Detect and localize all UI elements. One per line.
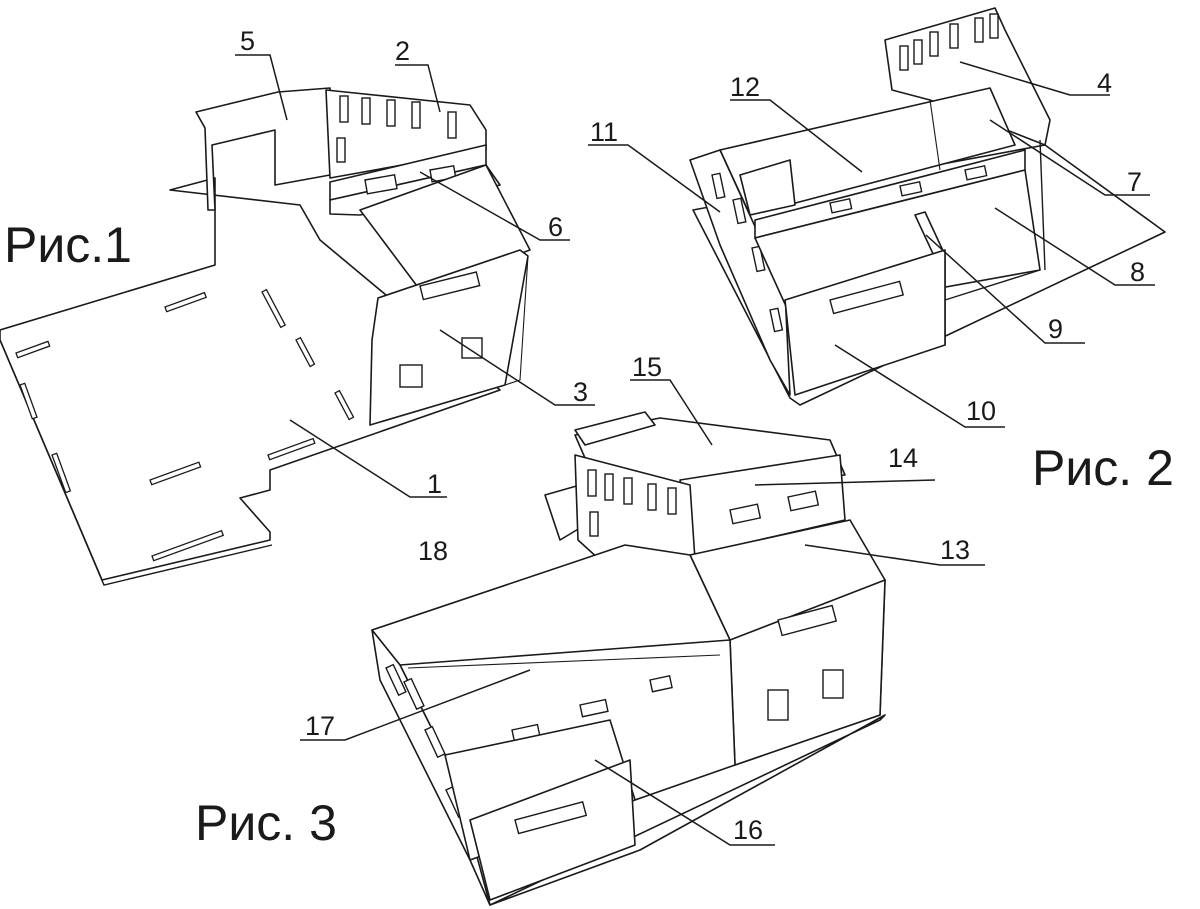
block-17-side-windows <box>385 663 467 819</box>
base-plate-part-1 <box>0 177 501 581</box>
base-plate-fig3 <box>544 484 581 541</box>
wall-part-5 <box>195 87 331 211</box>
callout-7: 7 <box>1127 167 1142 197</box>
callout-1: 1 <box>427 469 442 499</box>
callout-18: 18 <box>418 536 448 566</box>
callout-6: 6 <box>548 212 563 242</box>
figure-2-title: Рис. 2 <box>1032 440 1174 496</box>
callout-4: 4 <box>1097 68 1112 98</box>
wall-4-windows <box>899 13 999 71</box>
callout-15: 15 <box>632 352 662 382</box>
callout-5: 5 <box>240 26 255 56</box>
figure-3-drawing <box>371 411 886 906</box>
wall-2-windows <box>336 95 457 163</box>
figure-2-drawing <box>689 7 1166 406</box>
leader-lines <box>235 54 1155 846</box>
wall-11-windows <box>711 172 784 333</box>
figure-3-title: Рис. 3 <box>195 795 337 851</box>
callout-14: 14 <box>888 443 918 473</box>
wall-part-11 <box>689 149 791 396</box>
figure-1-drawing <box>0 87 531 586</box>
callout-2: 2 <box>395 36 410 66</box>
tower-windows <box>587 469 677 537</box>
callout-17: 17 <box>305 711 335 741</box>
base-plate-edge <box>0 339 273 586</box>
base-slots <box>15 288 355 562</box>
figure-1-title: Рис.1 <box>4 217 132 273</box>
wall-part-4 <box>884 7 1051 146</box>
callout-10: 10 <box>966 396 996 426</box>
figure-titles: Рис.1 Рис. 2 Рис. 3 <box>4 217 1174 851</box>
callout-9: 9 <box>1048 314 1063 344</box>
callout-13: 13 <box>940 535 970 565</box>
callout-8: 8 <box>1130 257 1145 287</box>
wall-part-3 <box>369 249 529 426</box>
callout-12: 12 <box>730 72 760 102</box>
wall-part-10 <box>784 249 946 396</box>
callout-3: 3 <box>573 377 588 407</box>
callout-11: 11 <box>590 117 618 147</box>
callout-16: 16 <box>733 815 763 845</box>
callout-labels: 5 2 6 3 1 18 4 12 11 7 8 9 10 15 14 13 1… <box>240 26 1145 845</box>
